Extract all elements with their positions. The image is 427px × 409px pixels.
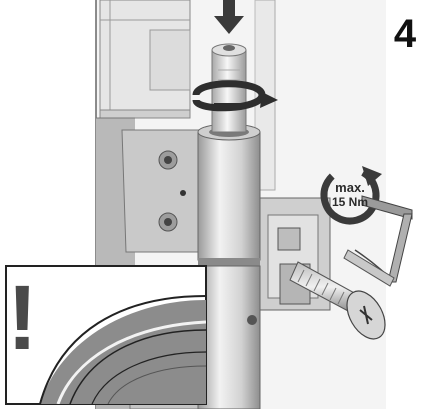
hinge-barrel (197, 123, 261, 409)
hinge-pin (211, 43, 247, 133)
adjustment-bolt (289, 261, 386, 340)
torque-label-line2: 15 Nm (331, 195, 369, 209)
allen-key-icon (343, 195, 413, 287)
inset-detail-box (5, 265, 207, 405)
rotate-arrow-icon (192, 80, 278, 112)
push-down-arrow-icon (214, 0, 244, 34)
torque-label: max. 15 Nm (325, 180, 375, 210)
upper-hinge-plate (121, 129, 215, 253)
step-number: 4 (393, 12, 417, 56)
warning-icon: ! (7, 267, 38, 369)
torque-label-line1: max. (335, 180, 365, 195)
